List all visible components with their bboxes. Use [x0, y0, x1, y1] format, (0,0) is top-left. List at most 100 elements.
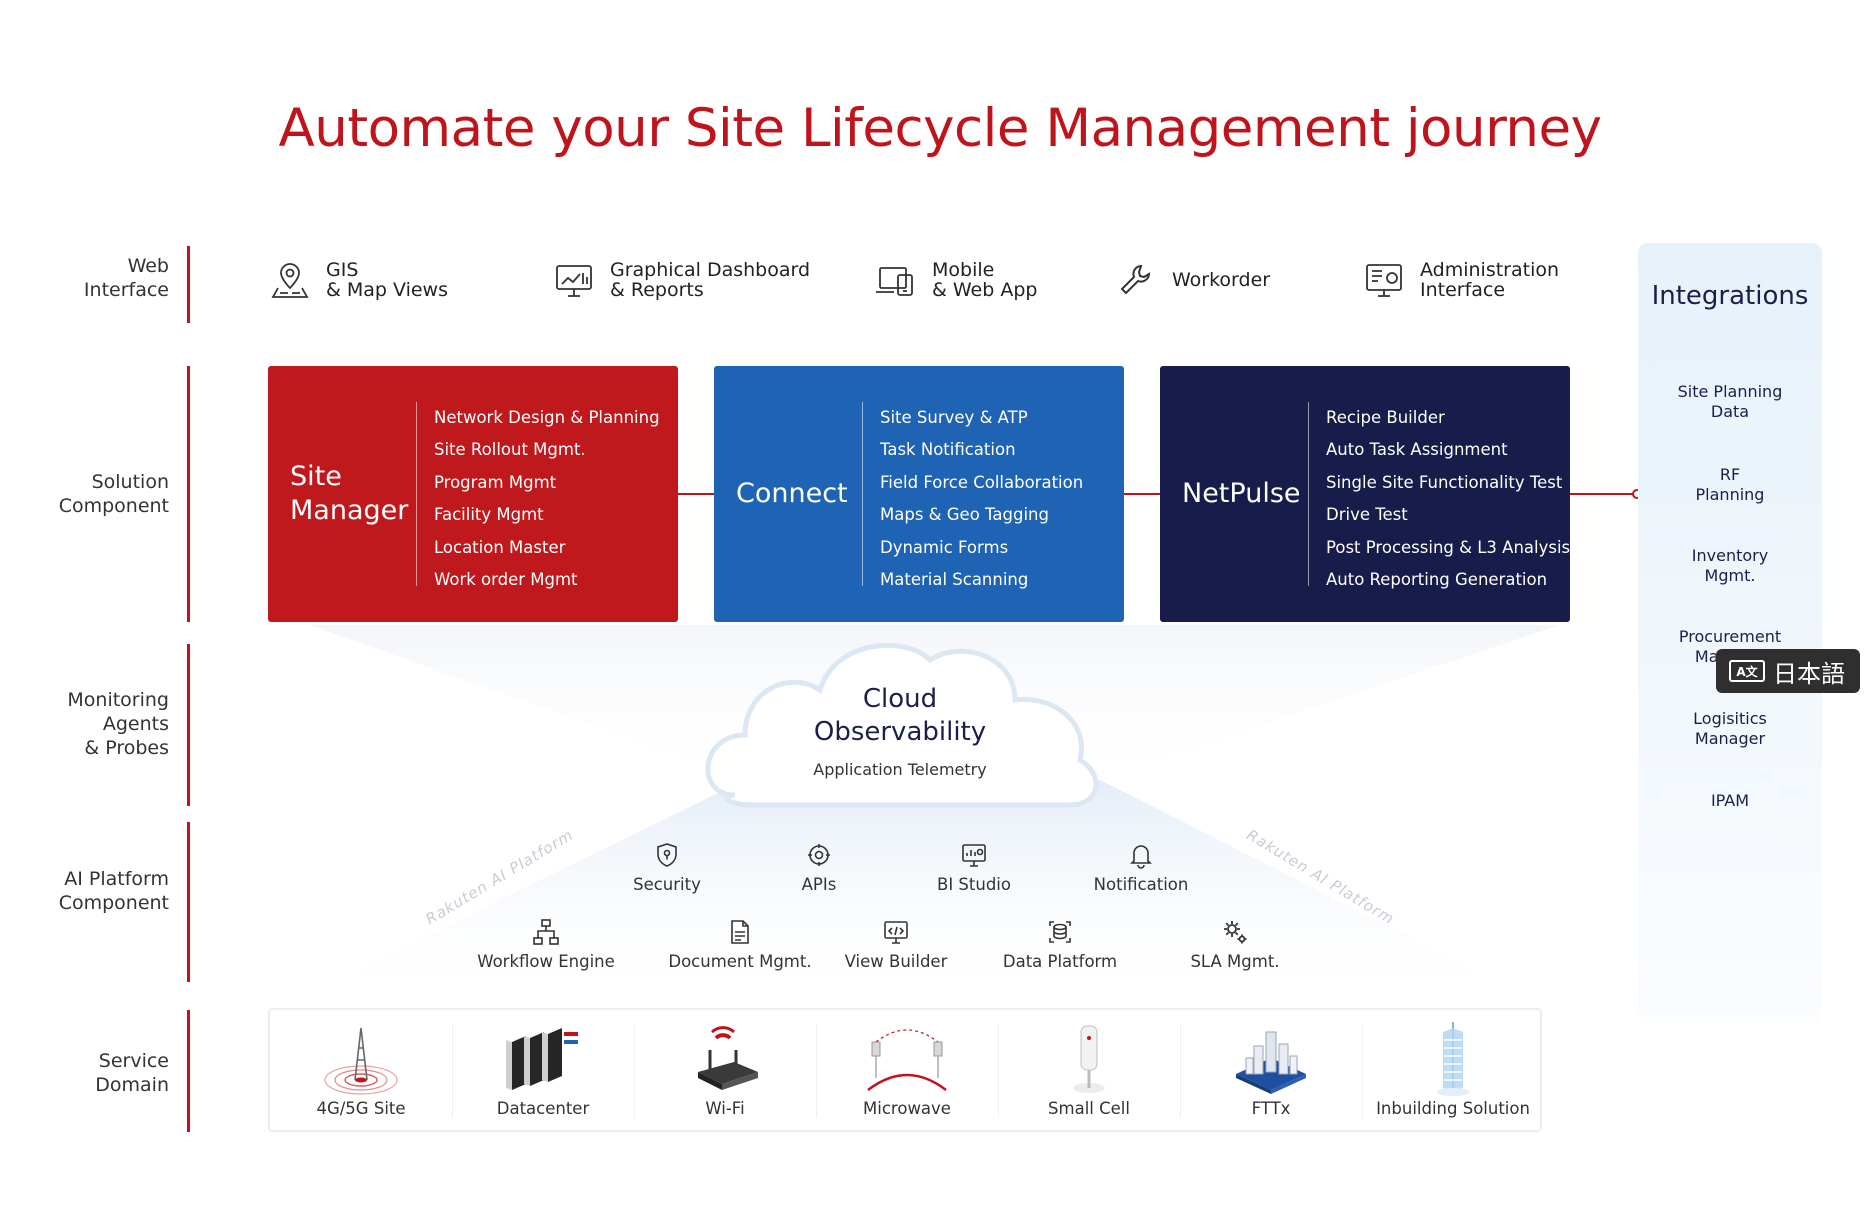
- solution-site-manager[interactable]: Site Manager Network Design & Planning S…: [268, 366, 678, 622]
- cloud-title-line2: Observability: [813, 717, 987, 747]
- ai-item-notification[interactable]: Notification: [1056, 841, 1226, 894]
- row-rule-ai: [187, 822, 190, 982]
- map-pin-icon: [271, 263, 309, 298]
- service-item-label: 4G/5G Site: [316, 1099, 406, 1118]
- city-icon: [1236, 1031, 1306, 1094]
- row-label-web: Web Interface: [83, 255, 169, 301]
- solution-name: NetPulse: [1182, 478, 1301, 509]
- integration-item[interactable]: Logisitics Manager: [1693, 709, 1767, 748]
- web-item-label: Workorder: [1172, 269, 1271, 291]
- row-rule-solution: [187, 366, 190, 622]
- ai-item-label: Document Mgmt.: [668, 952, 812, 971]
- integration-item[interactable]: Site Planning Data: [1677, 382, 1783, 421]
- ai-item-view-builder[interactable]: View Builder: [811, 918, 981, 971]
- service-separator: [998, 1024, 999, 1118]
- connector-line: [1570, 493, 1634, 495]
- ai-item-label: Security: [633, 875, 701, 894]
- microwave-icon: [867, 1029, 947, 1091]
- ai-item-bi-studio[interactable]: BI Studio: [889, 841, 1059, 894]
- row-rule-service: [187, 1010, 190, 1132]
- row-label-service: Service Domain: [95, 1050, 169, 1096]
- ai-item-workflow[interactable]: Workflow Engine: [461, 918, 631, 971]
- service-item-fttx[interactable]: FTTx: [1180, 1010, 1362, 1130]
- web-item-label: GIS & Map Views: [326, 259, 448, 301]
- page-title: Automate your Site Lifecycle Management …: [278, 98, 1602, 159]
- web-item-workorder[interactable]: Workorder: [1114, 258, 1270, 302]
- ai-item-document[interactable]: Document Mgmt.: [655, 918, 825, 971]
- document-icon: [731, 920, 749, 944]
- row-rule-monitoring: [187, 644, 190, 806]
- web-item-mobile[interactable]: Mobile & Web App: [874, 258, 1037, 302]
- solution-divider: [416, 402, 417, 586]
- admin-icon: [1366, 264, 1402, 297]
- feature-item: Maps & Geo Tagging: [880, 505, 1049, 525]
- web-item-gis[interactable]: GIS & Map Views: [268, 258, 448, 302]
- web-item-admin[interactable]: Administration Interface: [1362, 258, 1559, 302]
- ai-item-sla[interactable]: SLA Mgmt.: [1150, 918, 1320, 971]
- service-item-datacenter[interactable]: Datacenter: [452, 1010, 634, 1130]
- service-item-inbuilding[interactable]: Inbuilding Solution: [1362, 1010, 1544, 1130]
- feature-item: Auto Reporting Generation: [1326, 570, 1548, 590]
- service-separator: [816, 1024, 817, 1118]
- ai-item-label: SLA Mgmt.: [1190, 952, 1280, 971]
- feature-item: Site Rollout Mgmt.: [434, 440, 586, 460]
- small-cell-icon: [1073, 1025, 1105, 1093]
- feature-item: Auto Task Assignment: [1326, 440, 1508, 460]
- feature-item: Program Mgmt: [434, 472, 557, 492]
- service-item-label: Wi-Fi: [705, 1099, 745, 1118]
- service-domain-panel: 4G/5G Site Datacenter Wi-Fi Microwave: [268, 1008, 1542, 1132]
- service-item-label: Microwave: [863, 1099, 951, 1118]
- feature-item: Work order Mgmt: [434, 570, 578, 590]
- dashboard-icon: [556, 265, 592, 297]
- feature-item: Task Notification: [880, 440, 1016, 460]
- ai-item-label: BI Studio: [937, 875, 1011, 894]
- feature-item: Field Force Collaboration: [880, 472, 1084, 492]
- ai-item-label: View Builder: [844, 952, 948, 971]
- translate-icon: A文: [1729, 660, 1765, 682]
- ai-item-data-platform[interactable]: Data Platform: [975, 918, 1145, 971]
- building-icon: [1437, 1022, 1469, 1096]
- solution-divider: [862, 402, 863, 586]
- connector-line: [1124, 493, 1160, 495]
- solution-connect[interactable]: Connect Site Survey & ATP Task Notificat…: [714, 366, 1124, 622]
- solution-netpulse[interactable]: NetPulse Recipe Builder Auto Task Assign…: [1160, 366, 1570, 622]
- service-separator: [452, 1024, 453, 1118]
- web-item-label: Mobile & Web App: [932, 259, 1038, 301]
- translate-label: 日本語: [1773, 659, 1845, 688]
- feature-item: Dynamic Forms: [880, 537, 1009, 557]
- integrations-title: Integrations: [1651, 281, 1809, 311]
- solution-feature-list: Recipe Builder Auto Task Assignment Sing…: [1326, 402, 1570, 596]
- service-item-microwave[interactable]: Microwave: [816, 1010, 998, 1130]
- service-item-label: FTTx: [1251, 1099, 1291, 1118]
- service-item-small-cell[interactable]: Small Cell: [998, 1010, 1180, 1130]
- row-label-solution: Solution Component: [58, 471, 169, 517]
- feature-item: Facility Mgmt: [434, 505, 544, 525]
- row-label-monitoring: Monitoring Agents & Probes: [67, 689, 169, 759]
- web-item-dashboard[interactable]: Graphical Dashboard & Reports: [552, 258, 810, 302]
- service-item-label: Small Cell: [1048, 1099, 1130, 1118]
- feature-item: Drive Test: [1326, 505, 1408, 525]
- workflow-icon: [533, 919, 559, 945]
- integration-item[interactable]: Inventory Mgmt.: [1691, 546, 1769, 585]
- service-item-label: Datacenter: [496, 1099, 590, 1118]
- gears-icon: [1224, 921, 1247, 944]
- service-separator: [1362, 1024, 1363, 1118]
- service-item-wifi[interactable]: Wi-Fi: [634, 1010, 816, 1130]
- web-item-label: Administration Interface: [1420, 259, 1560, 301]
- cloud-subtitle: Application Telemetry: [813, 760, 987, 779]
- view-builder-icon: [884, 921, 908, 944]
- integration-item[interactable]: RF Planning: [1695, 465, 1765, 504]
- ai-item-security[interactable]: Security: [582, 841, 752, 894]
- integrations-panel: Integrations Site Planning Data RF Plann…: [1638, 243, 1822, 1023]
- ai-item-label: Notification: [1093, 875, 1189, 894]
- devices-icon: [876, 267, 913, 296]
- server-icon: [506, 1028, 578, 1090]
- integration-item[interactable]: IPAM: [1710, 791, 1750, 810]
- service-separator: [634, 1024, 635, 1118]
- service-separator: [1180, 1024, 1181, 1118]
- service-item-4g5g[interactable]: 4G/5G Site: [270, 1010, 452, 1130]
- translate-badge[interactable]: A文 日本語: [1716, 649, 1860, 693]
- solution-name: Connect: [736, 478, 848, 509]
- ai-item-apis[interactable]: APIs: [734, 841, 904, 894]
